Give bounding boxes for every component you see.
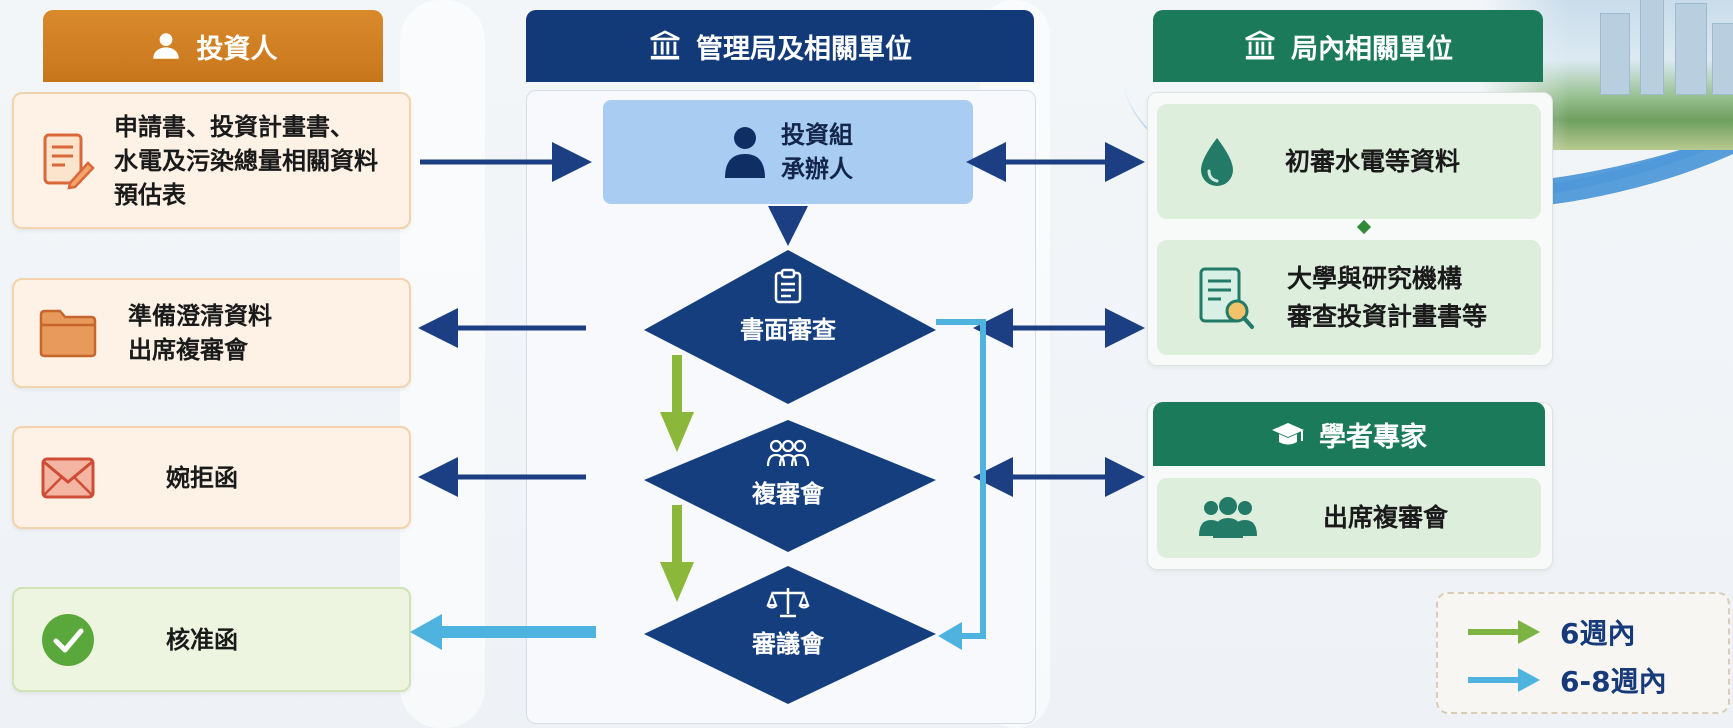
experts-attend-label: 出席複審會 [1323,503,1449,532]
written-review-label-group: 書面審查 [708,268,868,345]
application-documents-box: 申請書、投資計畫書、 水電及污染總量相關資料 預估表 [12,92,411,229]
application-documents-line: 申請書、投資計畫書、 [114,112,354,141]
university-review-line: 審查投資計畫書等 [1287,301,1488,331]
written-review-diamond [644,250,936,404]
second-review-label: 複審會 [752,480,824,508]
approval-arrow [438,626,596,638]
document-edit-icon [38,131,98,191]
scales-icon [766,588,810,618]
legend-label: 6週內 [1560,617,1636,650]
authority-header-label: 管理局及相關單位 [696,33,912,65]
authority-header: 管理局及相關單位 [526,10,1034,82]
experts-header-label: 學者專家 [1319,421,1427,453]
background-stripe [400,0,485,728]
utility-review-label: 初審水電等資料 [1285,146,1461,176]
handler-line: 投資組 [781,121,853,149]
second-review-diamond [644,420,936,552]
document-search-icon [1199,267,1254,329]
handler-box: 投資組 承辦人 [603,100,973,204]
investor-header: 投資人 [43,10,383,82]
university-review-box: 大學與研究機構 審查投資計畫書等 [1157,240,1541,355]
green-arrow [660,355,694,602]
approval-letter-box: 核准函 [12,587,411,692]
legend-item: 6-8週內 [1468,660,1667,700]
internal-header: 局內相關單位 [1153,10,1543,82]
utility-review-box: 初審水電等資料 [1157,104,1541,219]
deliberation-label-group: 審議會 [708,586,868,659]
handler-line: 承辦人 [781,155,853,183]
legend-item: 6週內 [1468,612,1635,652]
clarification-line: 準備澄清資料 [128,302,272,330]
graduation-cap-icon [1272,423,1304,445]
water-drop-icon [1201,137,1233,186]
experts-attend-box: 出席複審會 [1157,478,1541,558]
check-circle-icon [38,610,98,670]
deliberation-diamond [644,566,936,704]
government-building-icon [1245,30,1275,60]
blue-arrow [936,319,986,639]
experts-header: 學者專家 [1153,402,1545,466]
folder-icon [38,303,98,363]
rejection-letter-box: 婉拒函 [12,426,411,529]
clarification-box: 準備澄清資料 出席複審會 [12,278,411,388]
clarification-line: 出席複審會 [128,336,248,364]
group-icon [1199,497,1257,538]
legend-label: 6-8週內 [1560,665,1667,698]
government-building-icon [650,30,680,60]
deliberation-label: 審議會 [752,630,824,658]
clipboard-icon [774,268,802,304]
person-icon [725,127,765,178]
application-documents-line: 預估表 [114,180,186,209]
legend: 6週內 6-8週內 [1436,592,1730,714]
second-review-label-group: 複審會 [708,438,868,509]
internal-header-label: 局內相關單位 [1291,33,1453,65]
application-documents-line: 水電及污染總量相關資料 [114,146,378,175]
green-arrow-icon [1468,620,1540,644]
blue-arrow-head [938,622,962,650]
investor-header-label: 投資人 [196,33,278,65]
people-icon [766,439,810,467]
blue-arrow-icon [1468,668,1540,692]
person-icon [152,33,179,59]
approval-letter-label: 核准函 [166,625,238,654]
rejection-letter-label: 婉拒函 [166,463,238,492]
envelope-icon [38,448,98,508]
written-review-label: 書面審查 [740,316,836,344]
approval-arrow-head [410,614,442,650]
university-review-line: 大學與研究機構 [1287,263,1463,293]
